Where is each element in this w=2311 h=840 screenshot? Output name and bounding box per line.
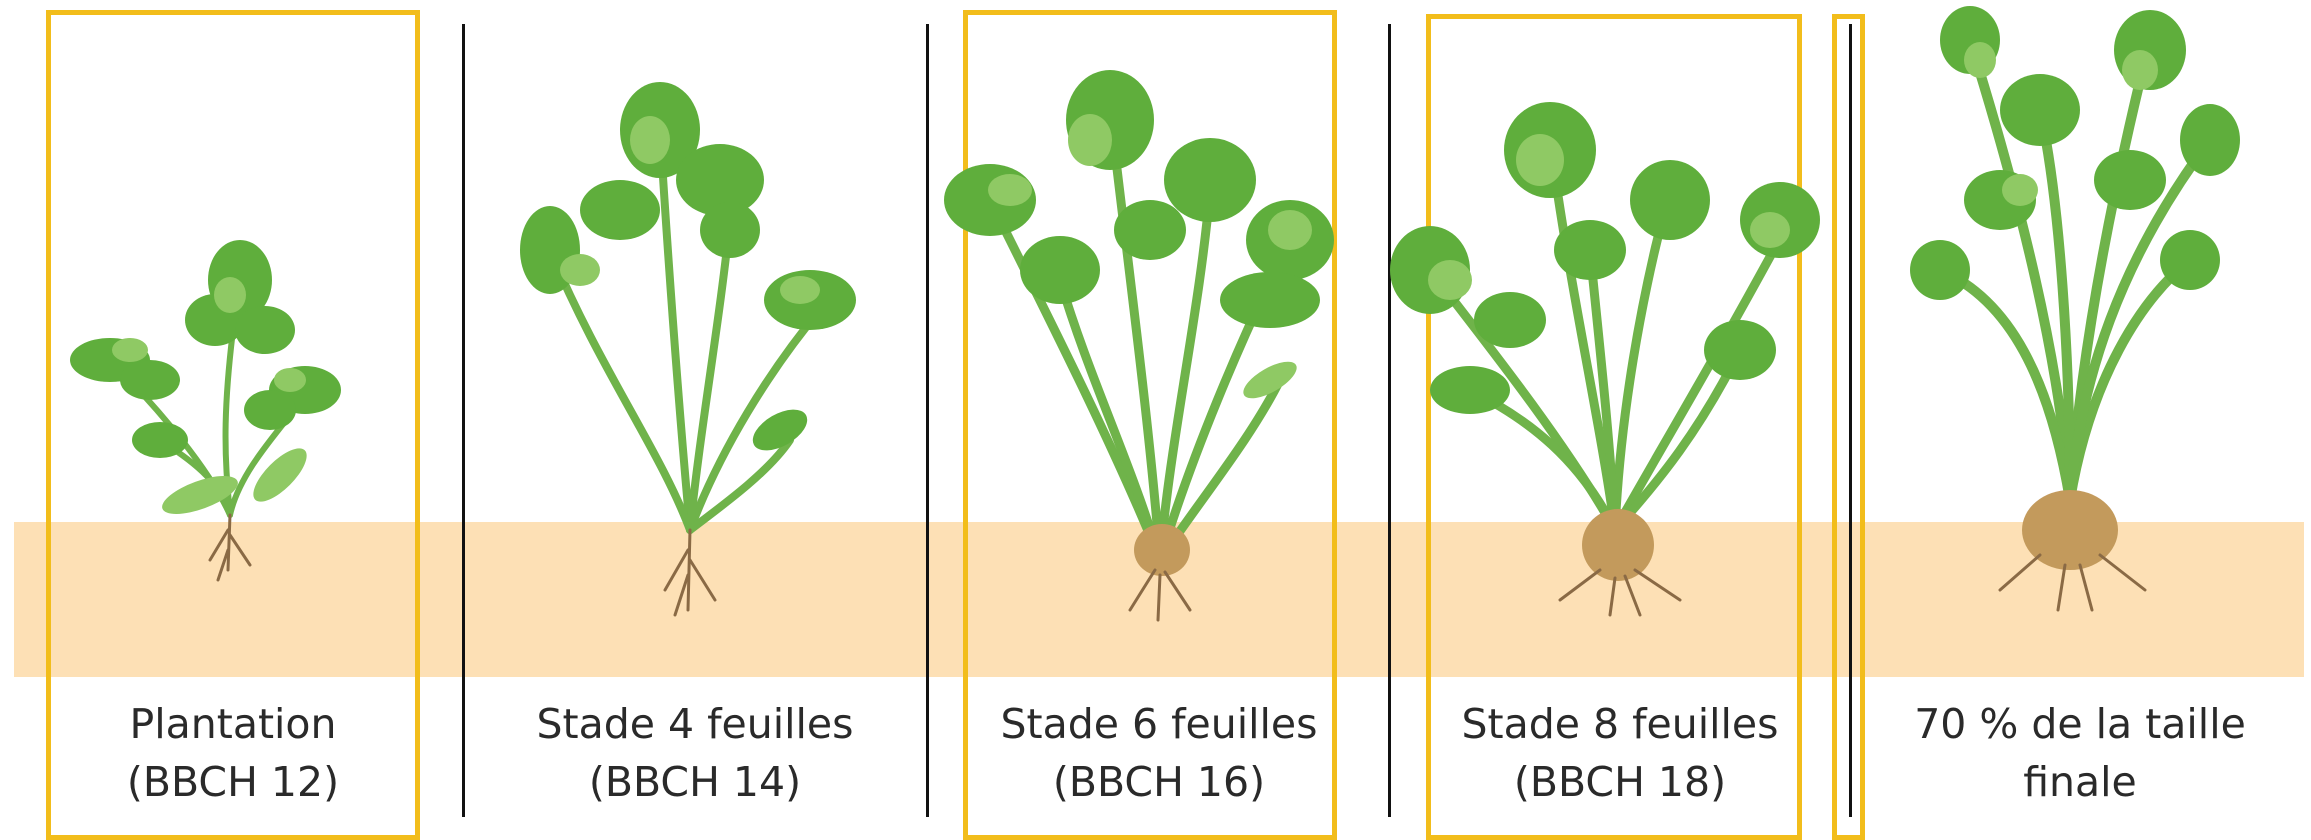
stage-label-70-percent: 70 % de la taille finale <box>1870 695 2290 811</box>
stage-label-stade-4: Stade 4 feuilles (BBCH 14) <box>485 695 905 811</box>
plant-stade-6-illustration <box>950 80 1350 620</box>
plant-stade-8-illustration <box>1410 100 1810 620</box>
stage-label-plantation: Plantation (BBCH 12) <box>23 695 443 811</box>
separator-1 <box>462 24 465 817</box>
stage-label-line2: (BBCH 16) <box>949 753 1369 811</box>
stage-label-line1: Stade 8 feuilles <box>1410 695 1830 753</box>
stage-label-stade-6: Stade 6 feuilles (BBCH 16) <box>949 695 1369 811</box>
stage-label-line1: Plantation <box>23 695 443 753</box>
stage-label-line1: Stade 6 feuilles <box>949 695 1369 753</box>
highlight-box-narrow <box>1832 14 1865 840</box>
plant-stade-4-illustration <box>520 70 880 620</box>
plant-70-percent-illustration <box>1920 0 2240 620</box>
stage-label-line2: (BBCH 14) <box>485 753 905 811</box>
plant-plantation-illustration <box>40 210 340 590</box>
separator-2 <box>926 24 929 817</box>
stage-label-line2: finale <box>1870 753 2290 811</box>
stage-label-stade-8: Stade 8 feuilles (BBCH 18) <box>1410 695 1830 811</box>
separator-3 <box>1388 24 1391 817</box>
stage-label-line1: 70 % de la taille <box>1870 695 2290 753</box>
stage-label-line1: Stade 4 feuilles <box>485 695 905 753</box>
stage-label-line2: (BBCH 18) <box>1410 753 1830 811</box>
stage-label-line2: (BBCH 12) <box>23 753 443 811</box>
